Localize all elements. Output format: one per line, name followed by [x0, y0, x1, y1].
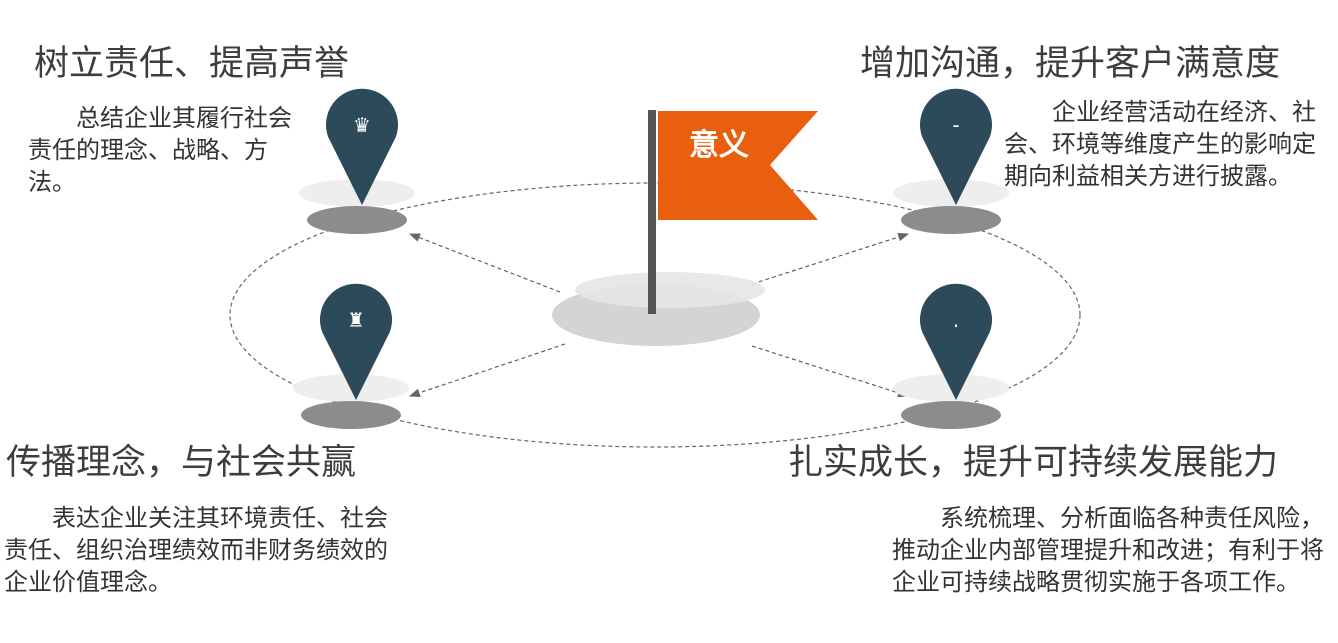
item-title: 传播理念，与社会共赢 [6, 443, 357, 483]
pin-glyph-icon: ♜ [347, 308, 365, 332]
flag-pole [648, 110, 656, 314]
arrow-bottom-right [751, 345, 910, 398]
flag-banner [658, 111, 818, 220]
map-pin-icon [920, 283, 992, 400]
item-description: 系统梳理、分析面临各种责任风险，推动企业内部管理提升和改进；有利于将企业可持续战… [892, 504, 1324, 596]
item-description: 总结企业其履行社会责任的理念、战略、方法。 [28, 104, 292, 196]
pin-glyph-icon: ♛ [353, 113, 371, 137]
pin-base [901, 401, 1001, 429]
map-pin-icon [919, 88, 992, 205]
center-label: 意义 [689, 128, 749, 163]
pin-glyph-icon: . [953, 308, 959, 332]
pin-base [901, 206, 1001, 234]
map-pin-icon [320, 283, 392, 400]
arrow-top-left [408, 233, 561, 293]
item-description: 表达企业关注其环境责任、社会责任、组织治理绩效而非财务绩效的企业价值理念。 [4, 504, 388, 596]
item-title: 扎实成长，提升可持续发展能力 [788, 443, 1279, 483]
item-description: 企业经营活动在经济、社会、环境等维度产生的影响定期向利益相关方进行披露。 [1004, 98, 1316, 190]
orbit-ellipse [229, 182, 1081, 448]
arrow-bottom-left [408, 343, 566, 398]
pin-base [301, 401, 401, 429]
arrow-top-right [751, 232, 910, 285]
map-pin-icon [326, 88, 398, 205]
flag-shadow [575, 272, 765, 308]
pin-glyph-icon: - [952, 113, 959, 137]
item-title: 树立责任、提高声誉 [34, 44, 350, 84]
item-title: 增加沟通，提升客户满意度 [860, 44, 1281, 84]
pin-base [307, 206, 407, 234]
